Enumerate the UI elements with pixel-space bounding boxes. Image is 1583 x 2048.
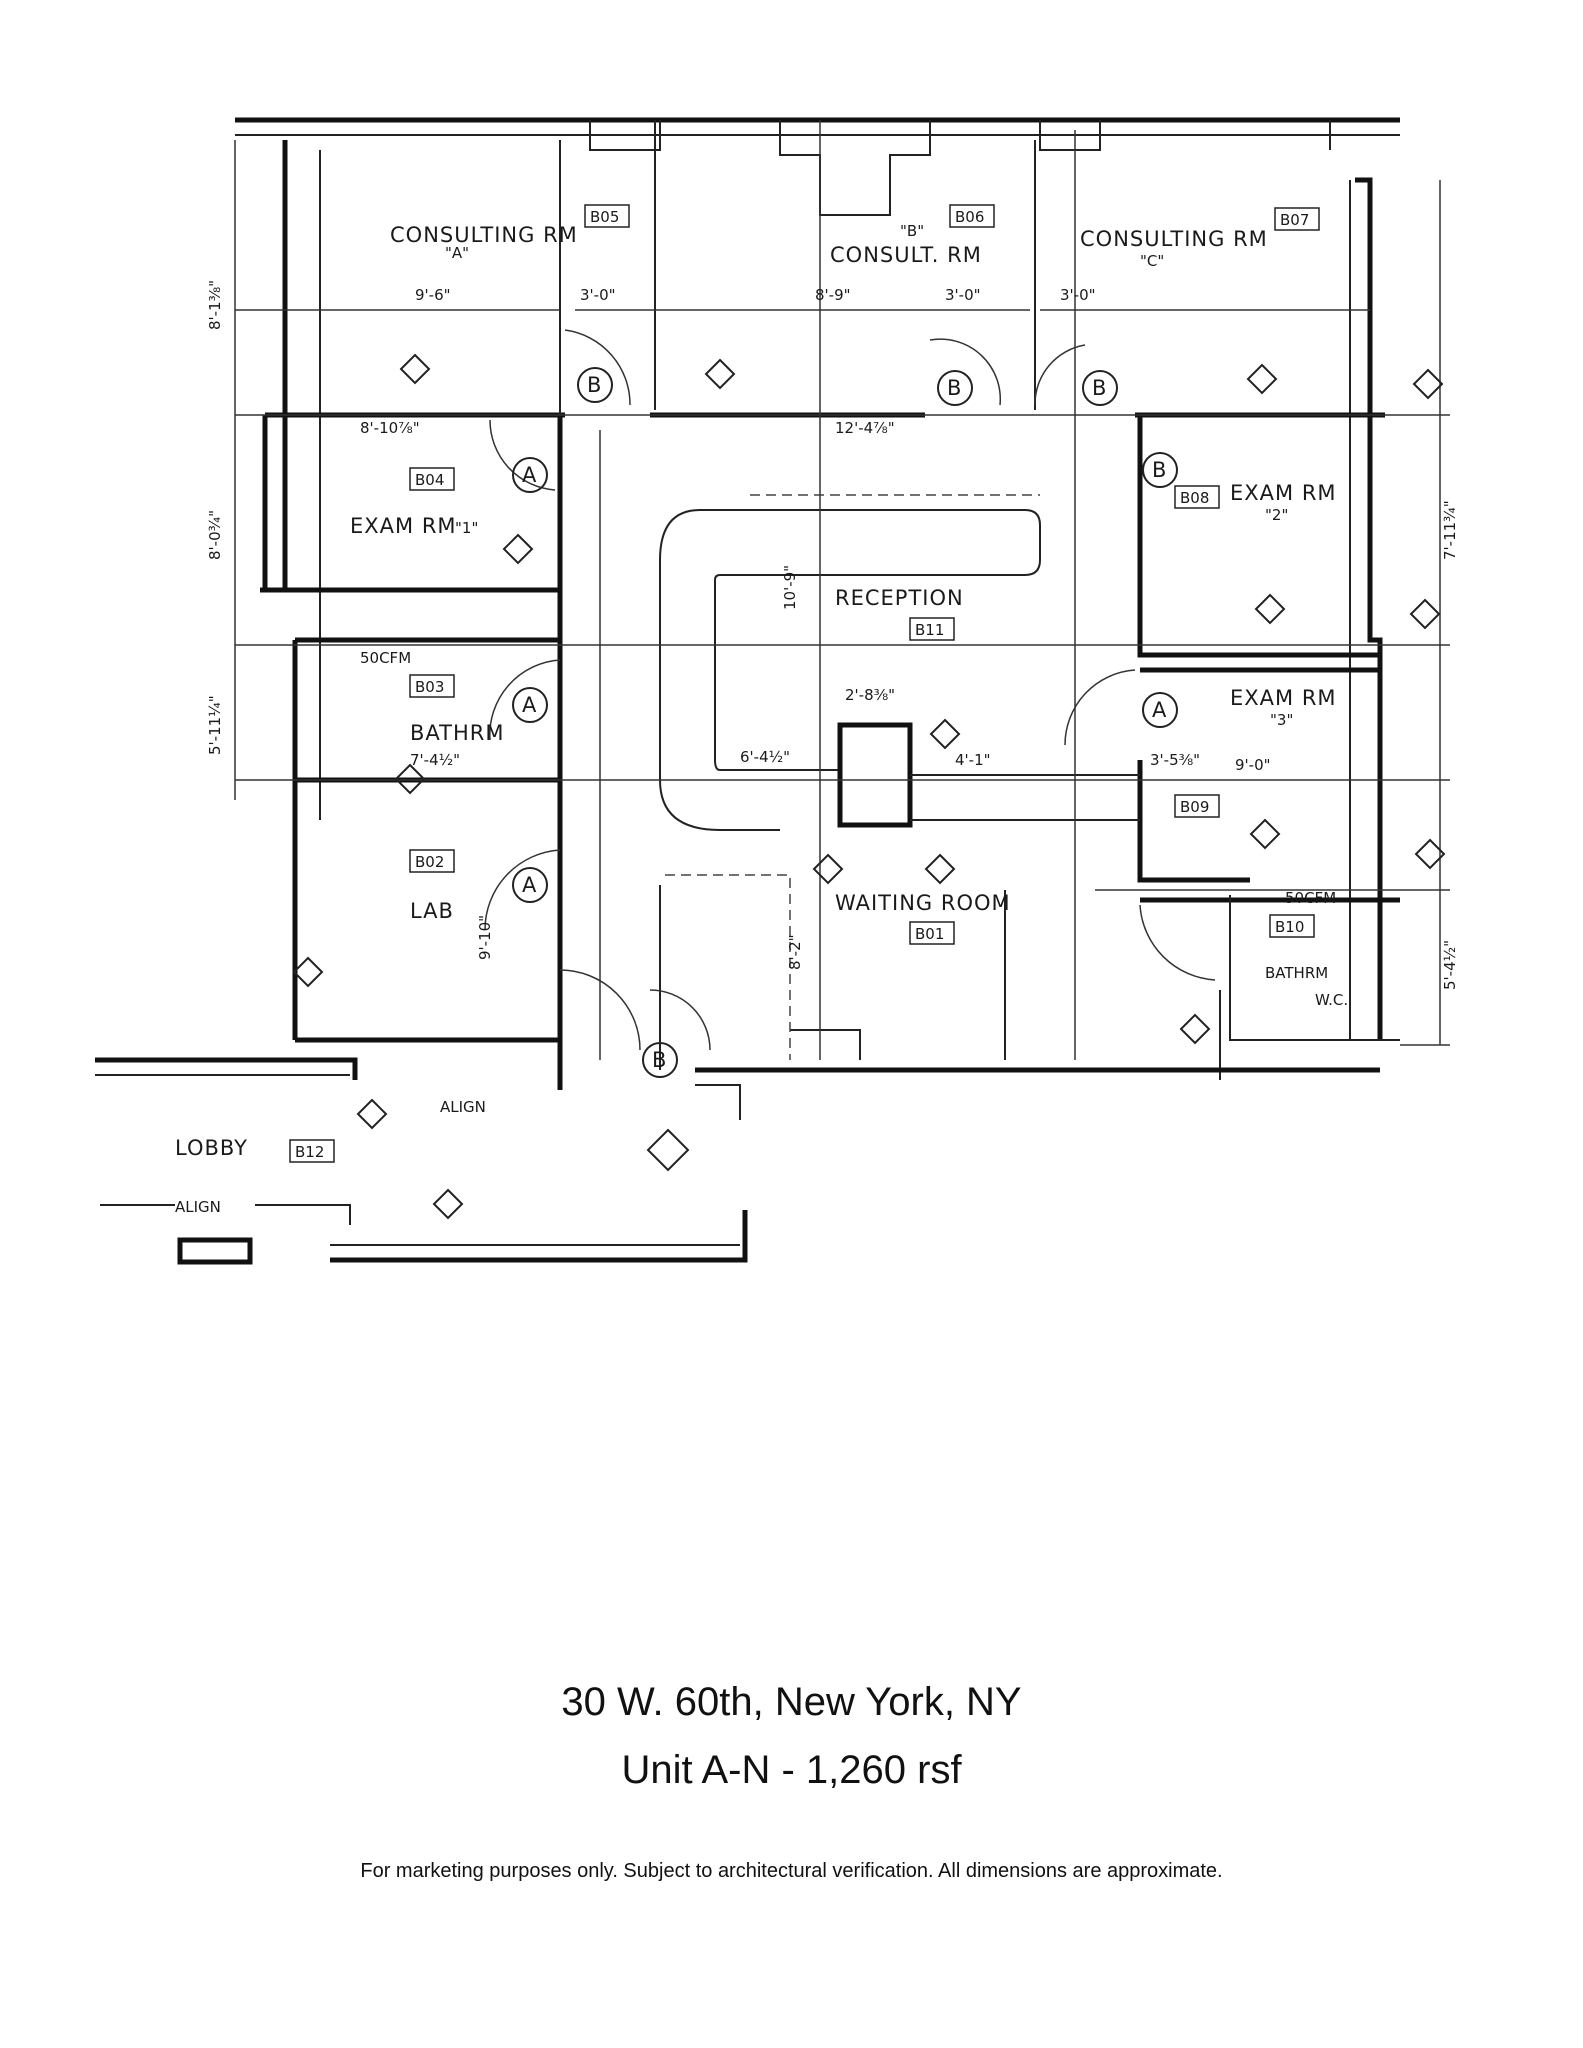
room-label: EXAM RM bbox=[350, 514, 457, 538]
svg-text:8'-9": 8'-9" bbox=[815, 286, 851, 304]
svg-text:12'-4⅞": 12'-4⅞" bbox=[835, 419, 895, 437]
svg-text:6'-4½": 6'-4½" bbox=[740, 748, 790, 766]
room-label: CONSULT. RM bbox=[830, 243, 982, 267]
interior-walls bbox=[95, 120, 1400, 1265]
svg-text:A: A bbox=[1152, 698, 1167, 722]
svg-text:8'-2": 8'-2" bbox=[786, 934, 804, 970]
svg-text:10'-9": 10'-9" bbox=[781, 565, 799, 610]
svg-text:ALIGN: ALIGN bbox=[440, 1098, 486, 1116]
svg-text:A: A bbox=[522, 873, 537, 897]
unit-size: Unit A-N - 1,260 rsf bbox=[621, 1748, 962, 1792]
disclaimer: For marketing purposes only. Subject to … bbox=[360, 1860, 1223, 1882]
svg-text:3'-0": 3'-0" bbox=[945, 286, 981, 304]
svg-text:9'-6": 9'-6" bbox=[415, 286, 451, 304]
room-label: RECEPTION bbox=[835, 586, 964, 610]
room-tag: B12 bbox=[295, 1143, 324, 1161]
svg-text:A: A bbox=[522, 463, 537, 487]
room-tag: B07 bbox=[1280, 211, 1309, 229]
svg-text:50CFM: 50CFM bbox=[360, 649, 411, 667]
svg-text:3'-5⅜": 3'-5⅜" bbox=[1150, 751, 1200, 769]
svg-text:W.C.: W.C. bbox=[1315, 991, 1348, 1009]
door-swings bbox=[484, 329, 1216, 1051]
room-tag: B04 bbox=[415, 471, 444, 489]
svg-text:8'-1⅜": 8'-1⅜" bbox=[206, 280, 224, 330]
svg-text:B: B bbox=[587, 373, 602, 397]
svg-text:"2": "2" bbox=[1265, 506, 1288, 524]
room-tag: B01 bbox=[915, 925, 944, 943]
room-label: BATHRM bbox=[410, 721, 504, 745]
room-label: LOBBY bbox=[175, 1136, 248, 1160]
room-label: CONSULTING RM bbox=[390, 223, 578, 247]
room-tag: B06 bbox=[955, 208, 984, 226]
room-tag: B02 bbox=[415, 853, 444, 871]
room-tag: B11 bbox=[915, 621, 944, 639]
svg-text:"C": "C" bbox=[1140, 252, 1164, 270]
svg-text:3'-0": 3'-0" bbox=[1060, 286, 1096, 304]
room-label: EXAM RM bbox=[1230, 686, 1337, 710]
room-label: EXAM RM bbox=[1230, 481, 1337, 505]
plan-notes: ALIGN ALIGN 50CFM 50CFM W.C. bbox=[175, 649, 1348, 1216]
svg-text:"B": "B" bbox=[900, 222, 924, 240]
room-tag: B05 bbox=[590, 208, 619, 226]
svg-text:B: B bbox=[947, 376, 962, 400]
room-label: BATHRM bbox=[1265, 964, 1328, 982]
svg-text:"3": "3" bbox=[1270, 711, 1293, 729]
floor-plan-drawing: B B B B B A A A A CONSULTING RM "A" B05 … bbox=[95, 117, 1459, 1265]
svg-text:ALIGN: ALIGN bbox=[175, 1198, 221, 1216]
svg-text:2'-8⅜": 2'-8⅜" bbox=[845, 686, 895, 704]
dimension-labels: 9'-6" 3'-0" 8'-9" 3'-0" 3'-0" 8'-10⅞" 12… bbox=[206, 280, 1459, 990]
dimension-lines bbox=[234, 120, 1450, 1060]
svg-text:4'-1": 4'-1" bbox=[955, 751, 991, 769]
svg-text:5'-4½": 5'-4½" bbox=[1441, 940, 1459, 990]
room-label: CONSULTING RM bbox=[1080, 227, 1268, 251]
svg-text:9'-10": 9'-10" bbox=[476, 915, 494, 960]
svg-text:B: B bbox=[652, 1048, 667, 1072]
svg-text:3'-0": 3'-0" bbox=[580, 286, 616, 304]
svg-text:7'-11¾": 7'-11¾" bbox=[1441, 500, 1459, 560]
room-tag: B10 bbox=[1275, 918, 1304, 936]
room-tag: B03 bbox=[415, 678, 444, 696]
svg-text:5'-11¼": 5'-11¼" bbox=[206, 695, 224, 755]
room-tag: B08 bbox=[1180, 489, 1209, 507]
room-label: WAITING ROOM bbox=[835, 891, 1011, 915]
svg-text:"A": "A" bbox=[445, 244, 469, 262]
exterior-walls bbox=[235, 117, 1400, 1040]
svg-text:"1": "1" bbox=[455, 519, 478, 537]
door-markers: B B B B B A A A A bbox=[512, 367, 1178, 1078]
svg-text:B: B bbox=[1152, 458, 1167, 482]
svg-text:8'-10⅞": 8'-10⅞" bbox=[360, 419, 420, 437]
room-labels: CONSULTING RM "A" B05 CONSULT. RM "B" B0… bbox=[175, 204, 1337, 1163]
keynote-markers bbox=[292, 353, 1446, 1220]
svg-text:9'-0": 9'-0" bbox=[1235, 756, 1271, 774]
room-label: LAB bbox=[410, 899, 454, 923]
property-address: 30 W. 60th, New York, NY bbox=[561, 1680, 1022, 1724]
svg-text:A: A bbox=[522, 693, 537, 717]
svg-text:8'-0¾": 8'-0¾" bbox=[206, 510, 224, 560]
svg-text:7'-4½": 7'-4½" bbox=[410, 751, 460, 769]
svg-text:B: B bbox=[1092, 376, 1107, 400]
svg-text:50CFM: 50CFM bbox=[1285, 889, 1336, 907]
room-tag: B09 bbox=[1180, 798, 1209, 816]
